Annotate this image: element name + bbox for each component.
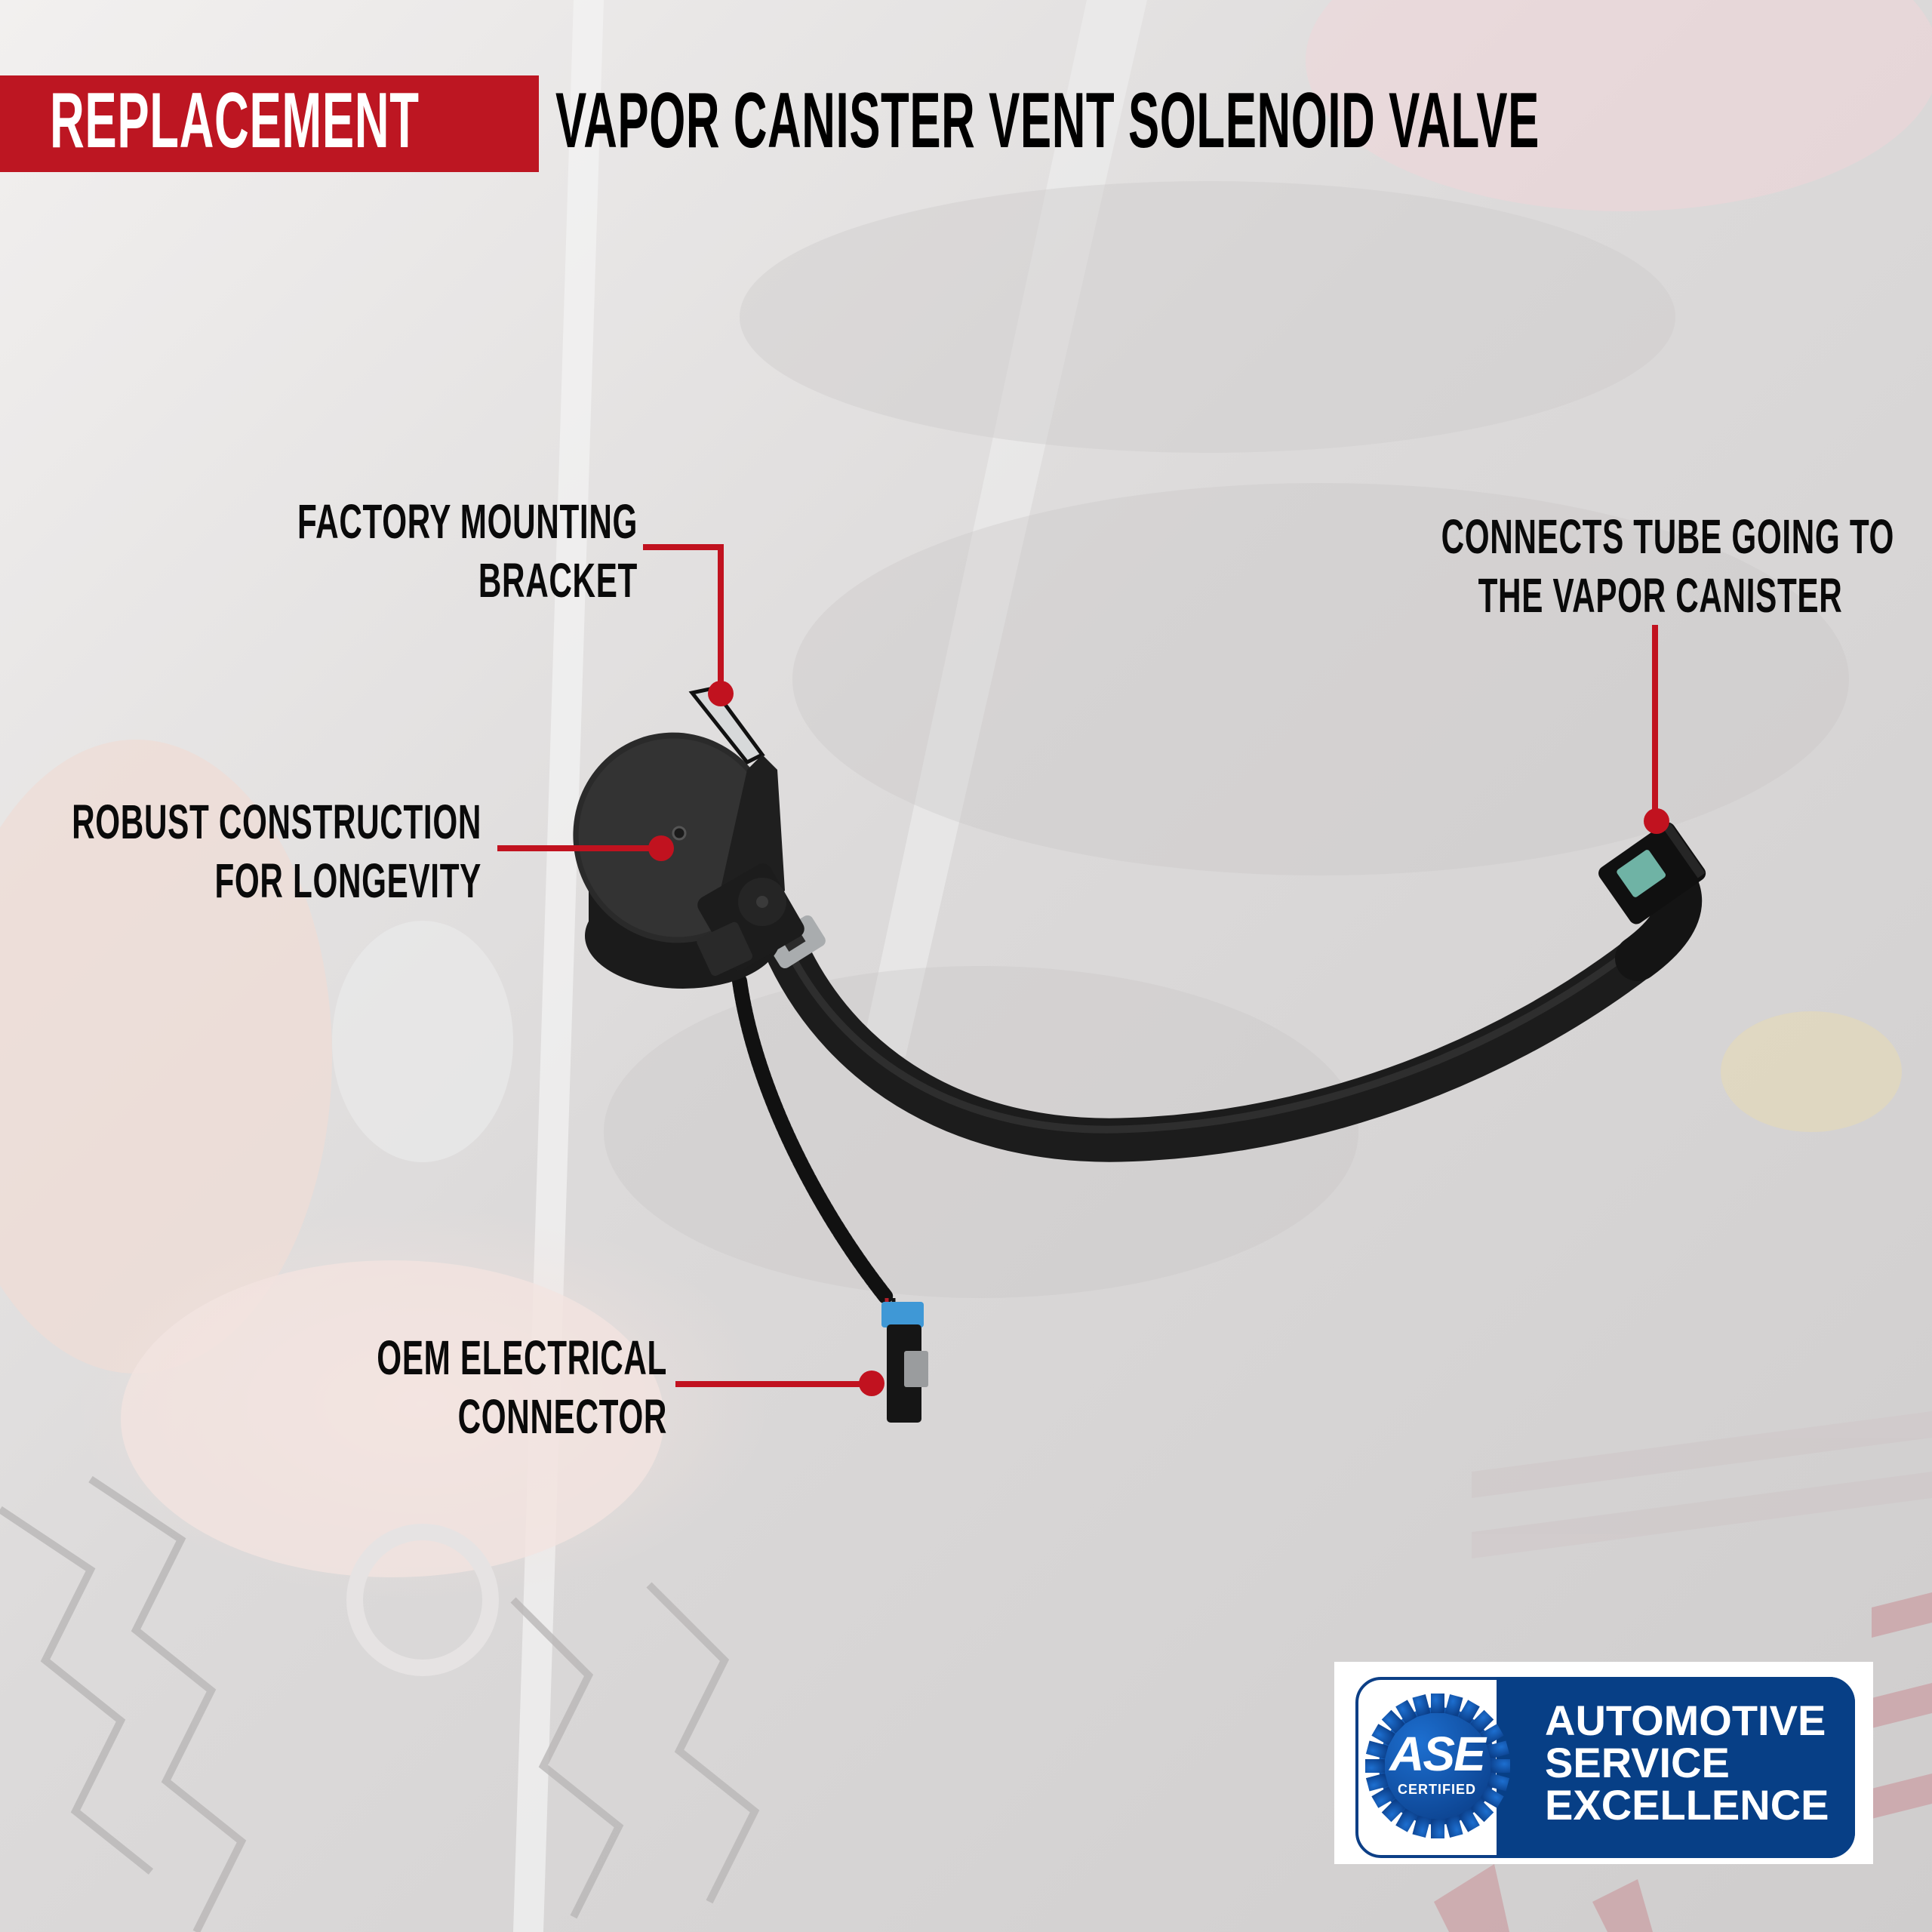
- ase-badge-line-2: SERVICE: [1545, 1739, 1730, 1786]
- callout-connector-line-1: OEM ELECTRICAL: [377, 1331, 667, 1385]
- electrical-connector: [881, 1302, 928, 1423]
- leader-bracket-dot: [708, 681, 734, 706]
- headline-highlight-box: [0, 75, 539, 172]
- headline-highlight-text: REPLACEMENT: [50, 77, 420, 165]
- callout-construction-line-1: ROBUST CONSTRUCTION: [72, 795, 481, 849]
- callout-bracket: FACTORY MOUNTING BRACKET: [34, 492, 638, 610]
- callout-bracket-line-2: BRACKET: [478, 553, 638, 608]
- wire-loom: [732, 974, 894, 1306]
- callout-connector: OEM ELECTRICAL CONNECTOR: [63, 1328, 667, 1446]
- headline-title: VAPOR CANISTER VENT SOLENOID VALVE: [555, 77, 1540, 165]
- ase-badge-blue-panel: [1497, 1677, 1855, 1858]
- ase-gear-icon: [1365, 1694, 1510, 1838]
- callout-tube-line-2: THE VAPOR CANISTER: [1478, 568, 1843, 623]
- callout-bracket-line-1: FACTORY MOUNTING: [297, 494, 638, 549]
- leader-connector: [675, 1381, 864, 1387]
- leader-bracket-horizontal: [643, 544, 724, 550]
- rubber-hose: [767, 933, 1660, 1162]
- leader-tube: [1652, 625, 1658, 812]
- ase-certified-text: CERTIFIED: [1397, 1782, 1476, 1797]
- ase-logo-text: ASE: [1389, 1727, 1486, 1781]
- callout-tube: CONNECTS TUBE GOING TO THE VAPOR CANISTE…: [1328, 507, 1932, 625]
- leader-bracket-vertical: [718, 544, 724, 691]
- solenoid-body: [573, 686, 804, 989]
- callout-connector-line-2: CONNECTOR: [457, 1389, 667, 1444]
- quick-connect-fitting: [1598, 822, 1706, 981]
- ase-badge-line-1: AUTOMOTIVE: [1545, 1697, 1826, 1744]
- callout-construction-line-2: FOR LONGEVITY: [214, 854, 481, 908]
- ase-badge-text: AUTOMOTIVE SERVICE EXCELLENCE: [1545, 1700, 1829, 1826]
- leader-construction-dot: [648, 835, 674, 861]
- callout-tube-line-1: CONNECTS TUBE GOING TO: [1441, 509, 1895, 564]
- callout-construction: ROBUST CONSTRUCTION FOR LONGEVITY: [0, 792, 481, 910]
- leader-connector-dot: [859, 1371, 884, 1396]
- leader-construction: [497, 845, 656, 851]
- ase-badge-line-3: EXCELLENCE: [1545, 1781, 1829, 1829]
- leader-tube-dot: [1644, 808, 1669, 834]
